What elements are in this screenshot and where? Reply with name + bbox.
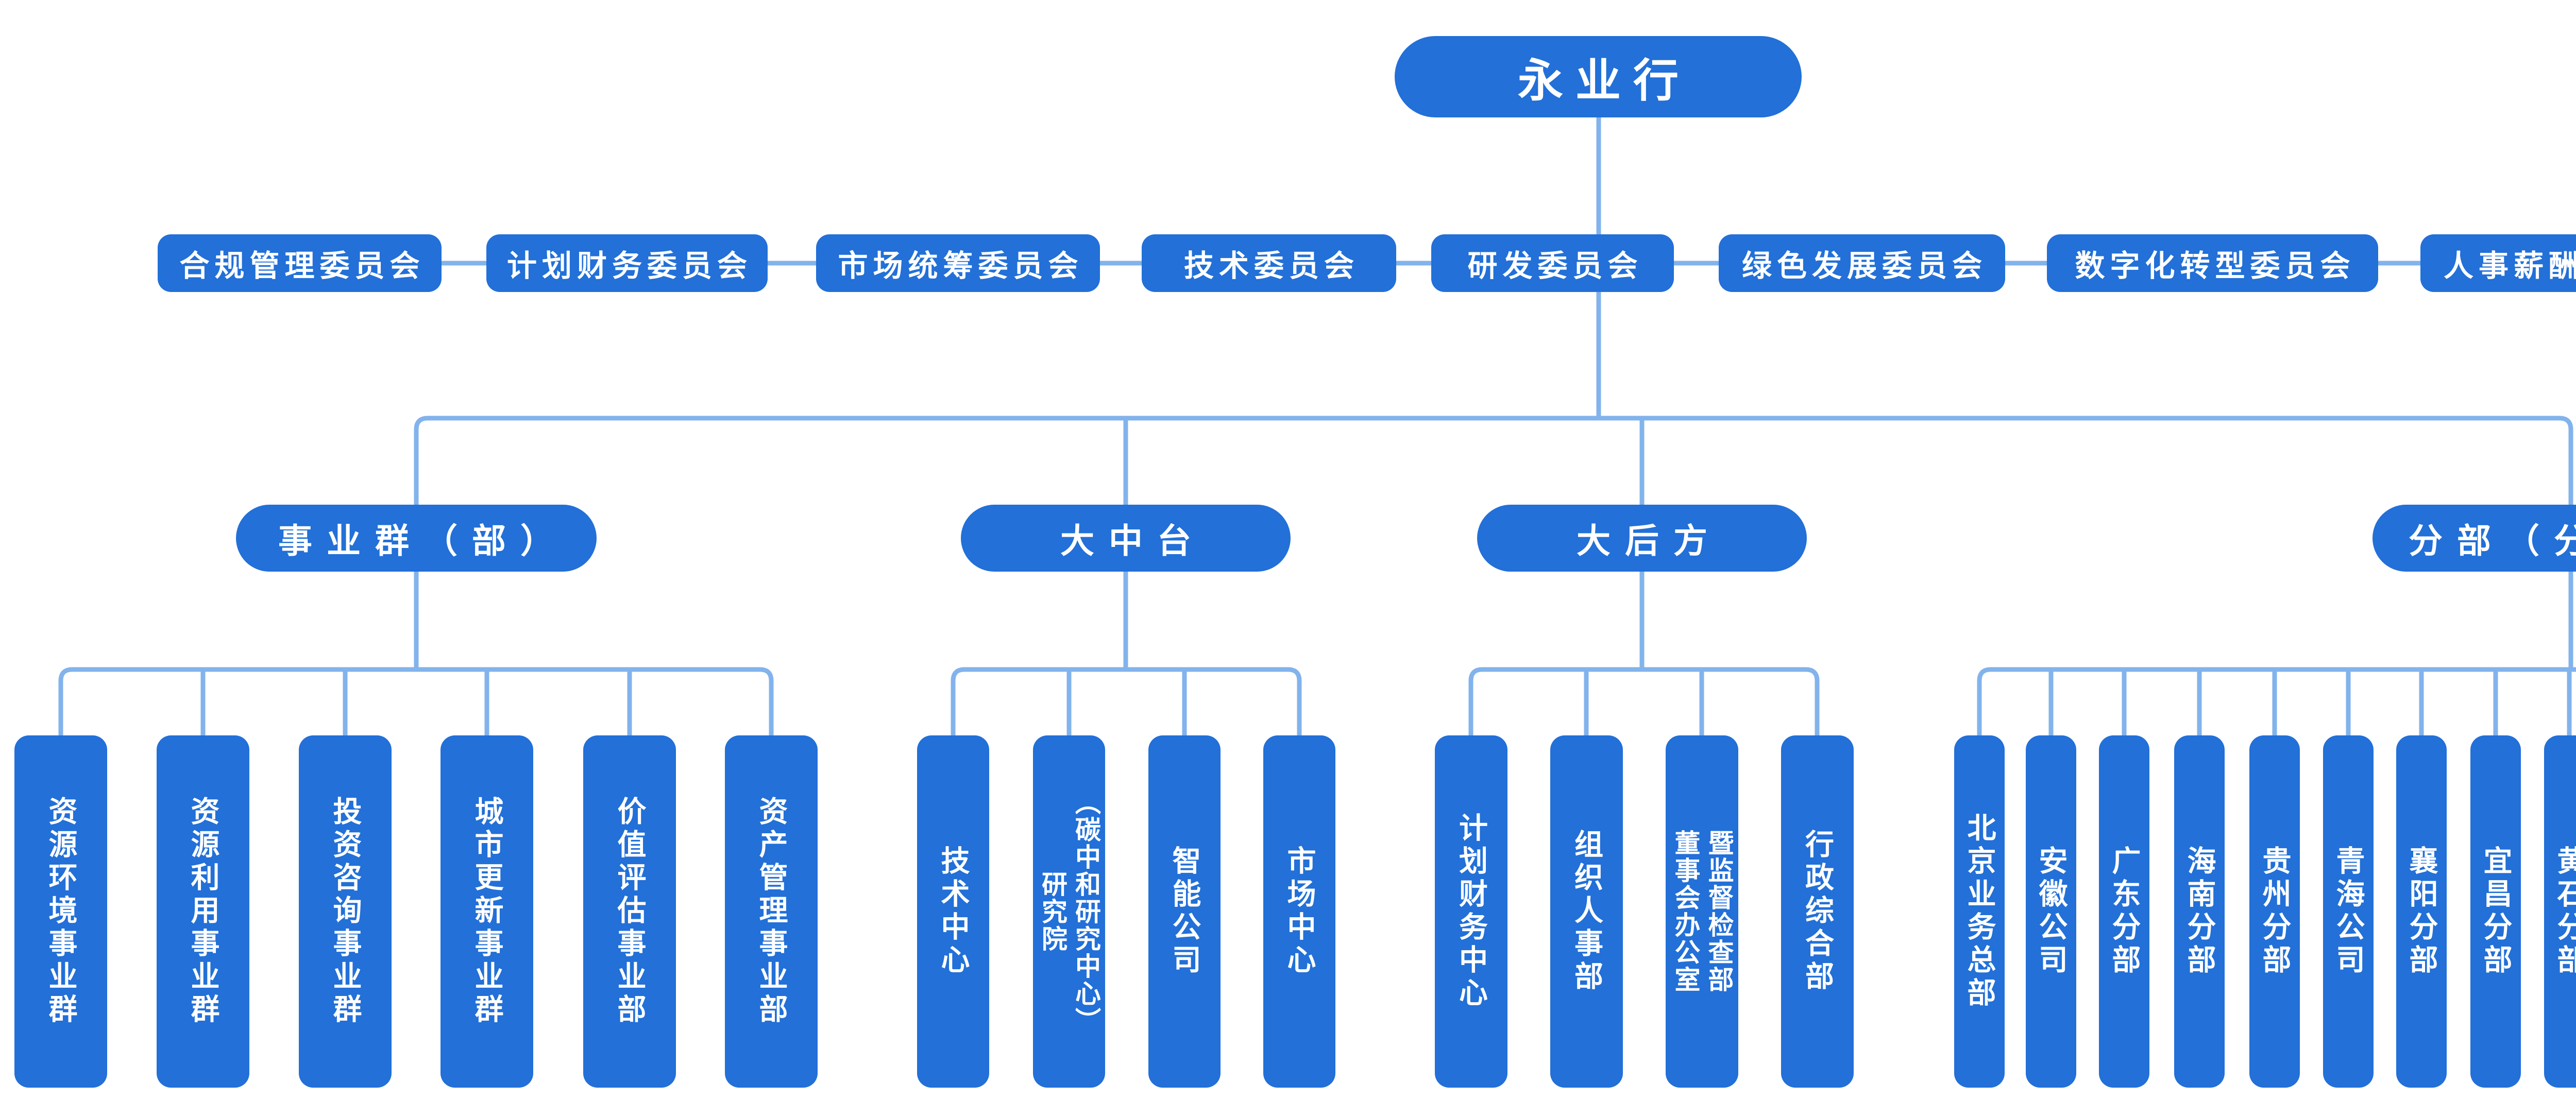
leaf-label: 资源利用事业群: [187, 796, 219, 1027]
leaf-node: 安徽公司: [2026, 735, 2076, 1088]
group-node-middle-platform: 大中台: [961, 505, 1291, 572]
group3-children-drops: [1584, 569, 1704, 740]
leaf-label: 价值评估事业部: [614, 796, 646, 1027]
group-node-business-groups: 事业群（部）: [236, 505, 597, 572]
committee-node-rnd: 研发委员会: [1431, 234, 1674, 292]
leaf-node: 组织人事部: [1550, 735, 1623, 1088]
leaf-node: 宜昌分部: [2470, 735, 2521, 1088]
committee-node-digital-transformation: 数字化转型委员会: [2047, 234, 2378, 292]
leaf-label: 安徽公司: [2035, 846, 2067, 977]
root-node: 永业行: [1395, 36, 1802, 117]
leaf-node: 研究院 （碳中和研究中心）: [1033, 735, 1105, 1088]
leaf-node: 贵州分部: [2249, 735, 2300, 1088]
leaf-label: 技术中心: [937, 846, 970, 977]
leaf-node: 智能公司: [1148, 735, 1221, 1088]
committee-node-compliance: 合规管理委员会: [158, 234, 442, 292]
group1-children-drops: [200, 569, 632, 740]
leaf-label: 董事会办公室 暨监督检查部: [1671, 830, 1734, 993]
leaf-node: 青海公司: [2323, 735, 2374, 1088]
leaf-label: 青海公司: [2332, 846, 2365, 977]
leaf-node: 襄阳分部: [2396, 735, 2447, 1088]
leaf-label: 行政综合部: [1801, 829, 1834, 994]
leaf-label: 计划财务中心: [1455, 813, 1488, 1010]
leaf-label: 城市更新事业群: [471, 796, 503, 1027]
leaf-label: 智能公司: [1168, 846, 1201, 977]
committee-node-technology: 技术委员会: [1142, 234, 1396, 292]
leaf-label: 襄阳分部: [2405, 846, 2438, 977]
group2-children-bus: [951, 667, 1302, 740]
leaf-node: 资源环境事业群: [14, 735, 107, 1088]
leaf-node: 行政综合部: [1781, 735, 1854, 1088]
committee-node-planning-finance: 计划财务委员会: [486, 234, 768, 292]
group3-children-bus: [1468, 667, 1820, 740]
leaf-label: 北京业务总部: [1963, 813, 1996, 1010]
leaf-node: 董事会办公室 暨监督检查部: [1666, 735, 1738, 1088]
leaf-node: 资产管理事业部: [725, 735, 818, 1088]
group2-children-drops: [1066, 569, 1187, 740]
leaf-label: 贵州分部: [2259, 846, 2291, 977]
divisions-bus: [414, 416, 2573, 510]
leaf-node: 技术中心: [917, 735, 989, 1088]
leaf-label: 市场中心: [1283, 846, 1316, 977]
leaf-label: 资产管理事业部: [755, 796, 788, 1027]
leaf-node: 海南分部: [2174, 735, 2225, 1088]
group4-children-drops: [2048, 569, 2573, 740]
leaf-label: 资源环境事业群: [45, 796, 77, 1027]
leaf-node: 北京业务总部: [1954, 735, 2005, 1088]
leaf-label: 投资咨询事业群: [329, 796, 362, 1027]
committee-node-market-coordination: 市场统筹委员会: [816, 234, 1100, 292]
leaf-label: 宜昌分部: [2480, 846, 2512, 977]
leaf-node: 黄石分部: [2544, 735, 2576, 1088]
group4-children-bus: [1977, 667, 2576, 740]
leaf-node: 市场中心: [1263, 735, 1335, 1088]
divisions-bus-drops: [1123, 416, 1645, 510]
leaf-label: 广东分部: [2108, 846, 2141, 977]
leaf-label: 组织人事部: [1570, 829, 1603, 994]
leaf-label: 黄石分部: [2553, 846, 2576, 977]
group-node-branches: 分部（分公司）: [2372, 505, 2576, 572]
leaf-label: 研究院 （碳中和研究中心）: [1038, 788, 1100, 1035]
leaf-node: 价值评估事业部: [583, 735, 676, 1088]
committee-node-green-development: 绿色发展委员会: [1719, 234, 2005, 292]
group1-children-bus: [58, 667, 774, 740]
group-node-back-office: 大后方: [1477, 505, 1807, 572]
leaf-node: 资源利用事业群: [157, 735, 249, 1088]
leaf-node: 计划财务中心: [1435, 735, 1507, 1088]
leaf-node: 广东分部: [2099, 735, 2149, 1088]
leaf-label: 海南分部: [2183, 846, 2216, 977]
leaf-node: 城市更新事业群: [440, 735, 533, 1088]
committee-node-hr-compensation: 人事薪酬委员会: [2420, 234, 2576, 292]
leaf-node: 投资咨询事业群: [299, 735, 392, 1088]
